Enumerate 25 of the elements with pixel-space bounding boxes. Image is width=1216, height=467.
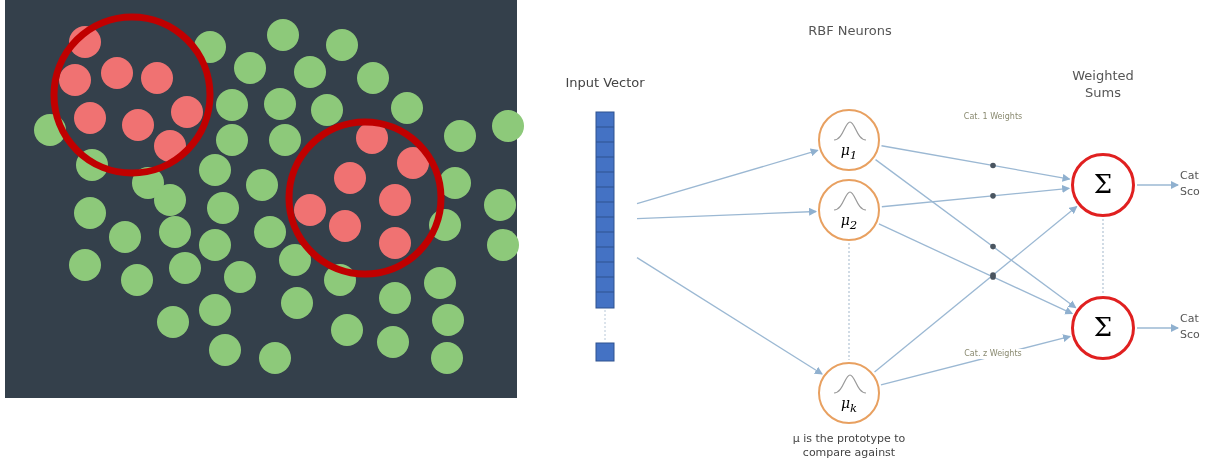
connector-line xyxy=(848,242,850,361)
summation-circle xyxy=(1071,153,1135,217)
neuron-label: μ$_{2}$ xyxy=(839,212,859,233)
arrow xyxy=(880,145,1071,182)
arrow xyxy=(636,257,823,375)
neuron-label: μ$_{k}$ xyxy=(839,395,859,416)
caption-text: μ is the prototype to compare against xyxy=(791,432,907,460)
output-label: Cat Sco xyxy=(1180,311,1214,343)
arrow xyxy=(1136,181,1179,189)
sigma-symbol: Σ xyxy=(1092,169,1114,199)
arrow xyxy=(1136,324,1179,332)
arrow xyxy=(636,207,818,220)
sigma-symbol: Σ xyxy=(1092,312,1114,342)
arrow xyxy=(636,148,819,205)
arrow xyxy=(881,185,1071,208)
neuron-label: μ$_{1}$ xyxy=(839,142,859,163)
arrow xyxy=(878,223,1074,315)
column-heading: RBF Neurons xyxy=(807,22,893,39)
column-heading: Weighted Sums xyxy=(1071,67,1135,101)
arrow xyxy=(873,205,1078,373)
summation-circle xyxy=(1071,296,1135,360)
connector-line xyxy=(1102,218,1104,295)
arrow xyxy=(874,159,1077,309)
vector-heading: Input Vector xyxy=(564,75,646,90)
output-label: Cat Sco xyxy=(1180,168,1214,200)
